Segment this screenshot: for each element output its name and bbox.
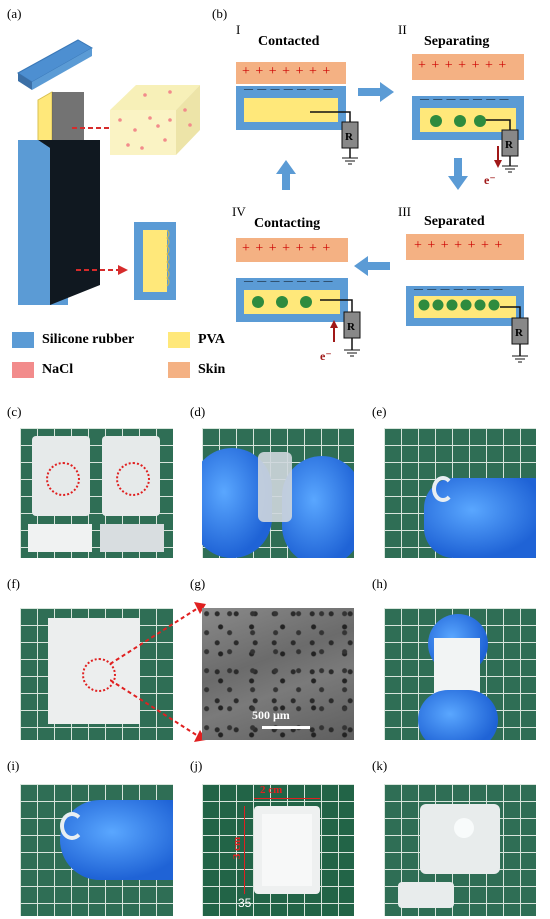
stage-i-resistor: R [345, 131, 354, 143]
legend-swatch-nacl [12, 362, 34, 378]
ruler-number: 35 [238, 896, 252, 910]
stage-iv-title: Contacting [254, 216, 321, 231]
stage-iv-ions [252, 296, 312, 308]
stage-iii-roman: III [398, 204, 411, 219]
stage-ii-title: Separating [424, 34, 490, 49]
arrow-i-to-ii [358, 82, 394, 102]
arrow-iii-to-iv [354, 256, 390, 276]
stage-iv-minus: — — — — — — — [244, 276, 334, 286]
panel-label-d: (d) [190, 404, 206, 419]
scale-bar-label: 500 μm [252, 708, 290, 722]
stage-iv-plus: + + + + + + + [242, 241, 332, 256]
stage-i-skin [236, 62, 346, 84]
legend-swatch-skin [168, 362, 190, 378]
stage-ii-roman: II [398, 22, 407, 37]
stage-i-roman: I [236, 22, 241, 37]
stage-i-pva [244, 98, 338, 122]
legend-swatch-pva [168, 332, 190, 348]
photo-e [384, 428, 536, 558]
stage-iv-roman: IV [232, 204, 246, 219]
stage-iii-minus: — — — — — — — [414, 284, 504, 294]
zoom-arrows [110, 602, 206, 742]
panel-label-h: (h) [372, 576, 388, 591]
photo-h [384, 608, 536, 740]
stage-ii-skin [412, 54, 524, 80]
sem-image-g: 500 μm [202, 608, 354, 740]
panel-label-a: (a) [7, 6, 22, 21]
legend-label-skin: Skin [198, 362, 226, 377]
panel-label-c: (c) [7, 404, 22, 419]
arrow-iv-to-i [276, 160, 296, 190]
height-dimension: 3 cm [231, 836, 244, 860]
legend-swatch-silicone [12, 332, 34, 348]
stage-iv-circuit: R e⁻ [320, 299, 361, 363]
stage-iii-ions [418, 299, 500, 311]
stage-iii-title: Separated [424, 214, 485, 229]
photo-c [20, 428, 173, 558]
photo-d [202, 428, 354, 558]
photo-f [20, 608, 173, 740]
stage-iv-resistor: R [347, 321, 356, 333]
stage-ii-ions [430, 115, 486, 127]
stage-iii-circuit: R [500, 306, 529, 363]
panel-label-b: (b) [212, 6, 228, 21]
panel-label-e: (e) [372, 404, 387, 419]
photo-k [384, 784, 536, 916]
stage-iv-electron: e⁻ [320, 349, 332, 363]
stage-iv-skin [236, 238, 348, 262]
width-dimension: 2 cm [260, 784, 283, 796]
panel-label-g: (g) [190, 576, 206, 591]
stage-i-minus: — — — — — — — [244, 84, 334, 94]
legend-label-nacl: NaCl [42, 362, 74, 377]
stage-i-title: Contacted [258, 34, 320, 49]
stage-ii-circuit: R e⁻ [480, 119, 519, 187]
panel-label-i: (i) [7, 758, 20, 773]
panel-label-j: (j) [190, 758, 203, 773]
device-exploded-view [17, 39, 200, 305]
photo-i [20, 784, 173, 916]
legend-label-pva: PVA [198, 332, 225, 347]
stage-i-plus: + + + + + + + [242, 64, 332, 79]
photo-j: 2 cm 3 cm 35 [202, 784, 354, 916]
stage-ii-electron: e⁻ [484, 173, 496, 187]
stage-ii-plus: + + + + + + + [418, 58, 508, 73]
stage-ii-resistor: R [505, 139, 514, 151]
triboelectric-mechanism-diagram: R R e⁻ R R [252, 82, 529, 363]
stage-i-circuit: R [310, 111, 359, 165]
legend-label-silicone: Silicone rubber [42, 332, 135, 347]
stage-iii-resistor: R [515, 327, 524, 339]
panel-label-f: (f) [7, 576, 20, 591]
stage-iii-skin [406, 234, 524, 260]
arrow-ii-to-iii [448, 158, 468, 190]
panel-label-k: (k) [372, 758, 388, 773]
stage-iii-plus: + + + + + + + [414, 238, 504, 253]
stage-ii-minus: — — — — — — — [420, 94, 510, 104]
